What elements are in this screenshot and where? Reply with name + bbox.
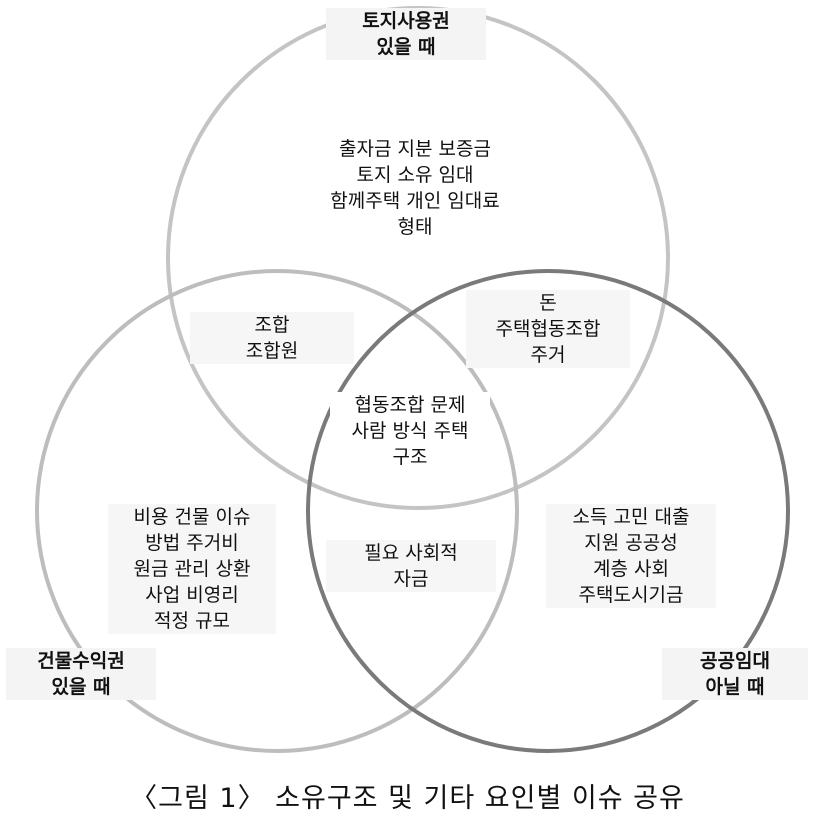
region-left-right: 필요 사회적 자금 [326, 540, 496, 592]
region-text: 구조 [392, 446, 428, 468]
region-text: 조합원 [245, 340, 299, 362]
right-circle-title: 공공임대 아닐 때 [662, 648, 808, 700]
left-title-line2: 있을 때 [51, 676, 111, 698]
region-text: 협동조합 문제 [354, 394, 466, 416]
region-text: 조합 [254, 314, 290, 336]
region-text: 주거 [530, 344, 566, 366]
region-left-only: 비용 건물 이슈 방법 주거비 원금 관리 상환 사업 비영리 적정 규모 [108, 504, 276, 634]
region-text: 자금 [393, 568, 429, 590]
region-top-right: 돈 주택협동조합 주거 [466, 290, 630, 368]
region-top-left: 조합 조합원 [190, 312, 354, 364]
region-center: 협동조합 문제 사람 방식 주택 구조 [330, 392, 490, 470]
left-title-line1: 건물수익권 [37, 650, 125, 672]
region-text: 적정 규모 [154, 610, 230, 632]
region-text: 함께주택 개인 임대료 [330, 190, 500, 212]
region-text: 주택협동조합 [495, 318, 601, 340]
region-text: 사업 비영리 [145, 584, 239, 606]
region-text: 지원 공공성 [584, 532, 678, 554]
region-text: 출자금 지분 보증금 [339, 138, 491, 160]
top-circle-title: 토지사용권 있을 때 [326, 8, 486, 60]
region-text: 필요 사회적 [364, 542, 458, 564]
circle-not-public-rental [306, 269, 790, 753]
region-text: 형태 [397, 216, 433, 238]
top-title-line1: 토지사용권 [362, 10, 450, 32]
region-text: 계층 사회 [593, 558, 669, 580]
figure-caption: 〈그림 1〉 소유구조 및 기타 요인별 이슈 공유 [130, 783, 685, 814]
region-text: 주택도시기금 [578, 584, 684, 606]
left-circle-title: 건물수익권 있을 때 [6, 648, 156, 700]
region-text: 소득 고민 대출 [572, 506, 690, 528]
circle-building-profit-right [35, 269, 519, 753]
region-text: 토지 소유 임대 [356, 164, 474, 186]
region-text: 원금 관리 상환 [133, 558, 251, 580]
right-title-line1: 공공임대 [700, 650, 770, 672]
top-title-line2: 있을 때 [376, 36, 436, 58]
region-right-only: 소득 고민 대출 지원 공공성 계층 사회 주택도시기금 [546, 504, 716, 608]
region-top-only: 출자금 지분 보증금 토지 소유 임대 함께주택 개인 임대료 형태 [296, 136, 534, 240]
right-title-line2: 아닐 때 [705, 676, 765, 698]
region-text: 돈 [539, 292, 557, 314]
region-text: 사람 방식 주택 [351, 420, 469, 442]
region-text: 방법 주거비 [145, 532, 239, 554]
region-text: 비용 건물 이슈 [133, 506, 251, 528]
